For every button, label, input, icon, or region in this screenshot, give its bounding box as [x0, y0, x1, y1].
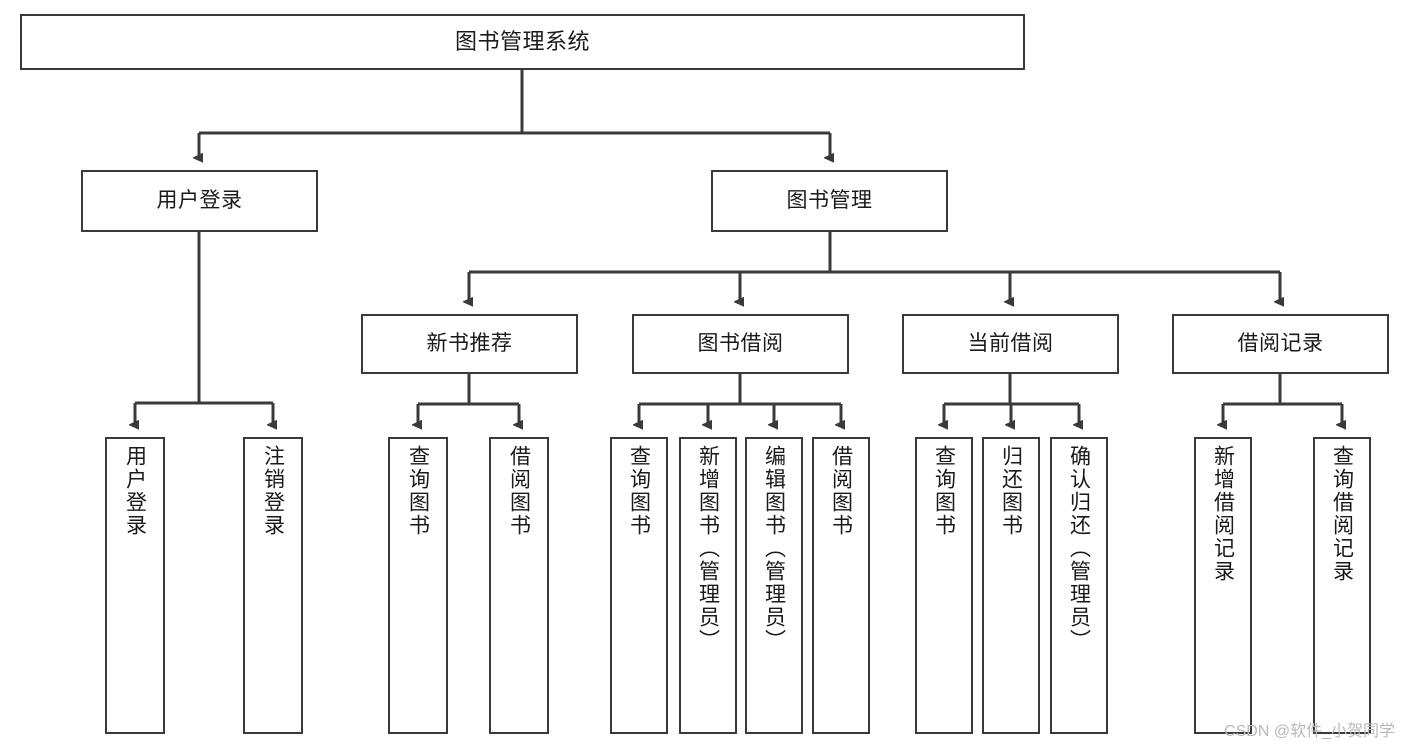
leaf-records-query-record[interactable]: 查询借阅记录 [1313, 437, 1371, 734]
leaf-user-login-sign-out[interactable]: 注销登录 [243, 437, 303, 734]
node-label: 查询图书 [406, 445, 430, 537]
node-label: 借阅图书 [507, 445, 531, 537]
node-current-borrowing[interactable]: 当前借阅 [902, 314, 1119, 374]
node-label: 确认归还（管理员） [1067, 445, 1091, 652]
node-label: 借阅记录 [1237, 331, 1324, 355]
node-label: 当前借阅 [967, 331, 1054, 355]
node-label: 新书推荐 [426, 331, 513, 355]
node-label: 新增图书（管理员） [696, 445, 720, 652]
node-label: 图书管理系统 [454, 29, 590, 55]
node-label: 用户登录 [156, 188, 243, 212]
leaf-borrow-add-book-admin[interactable]: 新增图书（管理员） [679, 437, 737, 734]
node-label: 注销登录 [261, 445, 285, 537]
node-label: 借阅图书 [829, 445, 853, 537]
leaf-current-query-books[interactable]: 查询图书 [915, 437, 973, 734]
leaf-user-login-sign-in[interactable]: 用户登录 [105, 437, 165, 734]
node-label: 新增借阅记录 [1211, 445, 1235, 583]
leaf-records-add-record[interactable]: 新增借阅记录 [1194, 437, 1252, 734]
node-user-login[interactable]: 用户登录 [81, 170, 318, 232]
leaf-borrow-query-books[interactable]: 查询图书 [610, 437, 668, 734]
node-new-book-recommendation[interactable]: 新书推荐 [361, 314, 578, 374]
node-label: 图书借阅 [697, 331, 784, 355]
node-label: 查询图书 [627, 445, 651, 537]
node-borrowing-records[interactable]: 借阅记录 [1172, 314, 1389, 374]
node-label: 编辑图书（管理员） [762, 445, 786, 652]
node-book-management[interactable]: 图书管理 [711, 170, 948, 232]
leaf-current-return-books[interactable]: 归还图书 [982, 437, 1040, 734]
watermark-text: CSDN @软件_小贺同学 [1224, 723, 1395, 740]
leaf-borrow-borrow-books[interactable]: 借阅图书 [812, 437, 870, 734]
node-root-book-management-system[interactable]: 图书管理系统 [20, 14, 1025, 70]
node-book-borrowing[interactable]: 图书借阅 [632, 314, 849, 374]
node-label: 查询借阅记录 [1330, 445, 1354, 583]
leaf-current-confirm-return-admin[interactable]: 确认归还（管理员） [1050, 437, 1108, 734]
leaf-borrow-edit-book-admin[interactable]: 编辑图书（管理员） [745, 437, 803, 734]
leaf-new-book-borrow-books[interactable]: 借阅图书 [489, 437, 549, 734]
leaf-new-book-query-books[interactable]: 查询图书 [388, 437, 448, 734]
node-label: 查询图书 [932, 445, 956, 537]
node-label: 图书管理 [786, 188, 873, 212]
node-label: 归还图书 [999, 445, 1023, 537]
node-label: 用户登录 [123, 445, 147, 537]
